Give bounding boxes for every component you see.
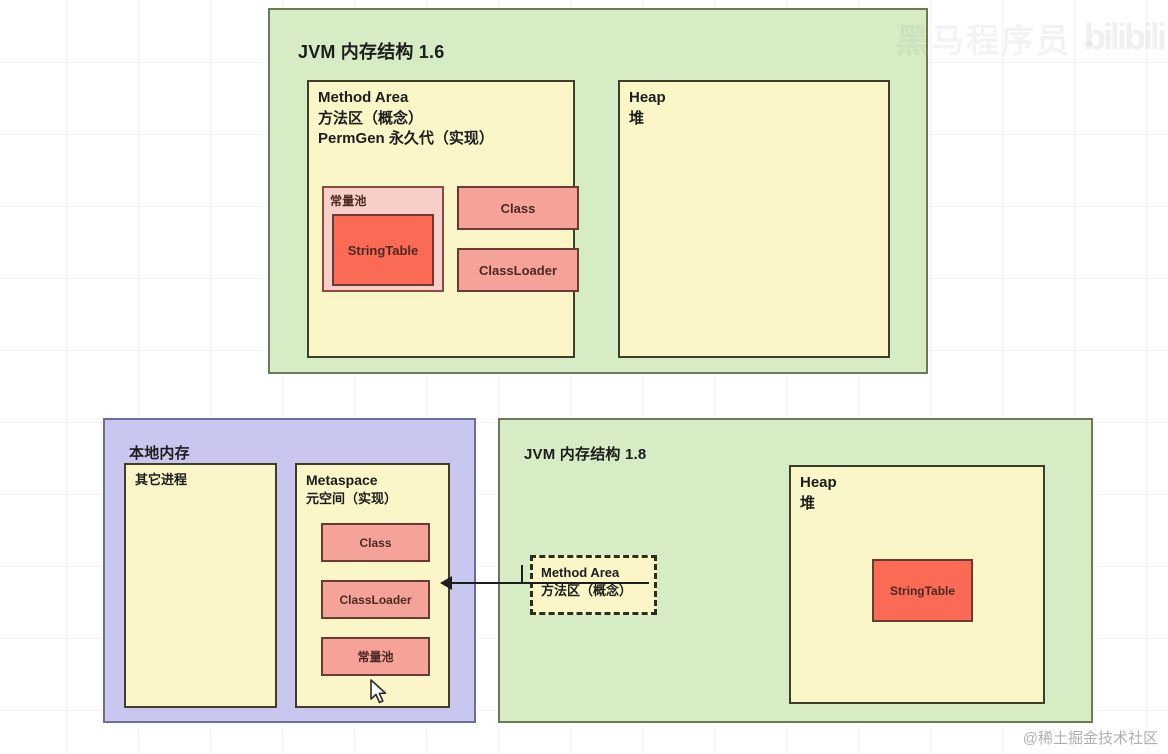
metaspace-line1: Metaspace (306, 472, 378, 488)
jvm16-heap-box: Heap 堆 (618, 80, 890, 358)
metaspace-heading: Metaspace 元空间（实现） (306, 471, 397, 508)
watermark-top: 黑马程序员 - (896, 22, 1096, 59)
jvm18-container: JVM 内存结构 1.8 Method Area 方法区（概念） Heap 堆 … (498, 418, 1093, 723)
metaspace-class-box: Class (321, 523, 430, 562)
jvm16-class-box: Class (457, 186, 579, 230)
jvm16-classloader-box: ClassLoader (457, 248, 579, 292)
jvm16-constant-pool-label: 常量池 (330, 194, 367, 208)
jvm16-method-area-line3: PermGen 永久代（实现） (318, 130, 494, 148)
jvm16-method-area-line1: Method Area (318, 89, 409, 106)
native-memory-title: 本地内存 (129, 445, 190, 462)
jvm18-title: JVM 内存结构 1.8 (524, 446, 647, 463)
mouse-pointer-icon (370, 679, 387, 704)
other-processes-label: 其它进程 (135, 472, 188, 487)
jvm16-heap-line2: 堆 (629, 109, 645, 127)
watermark-bilibili-logo: bilibili (1084, 16, 1167, 57)
jvm16-method-area-box: Method Area 方法区（概念） PermGen 永久代（实现） 常量池 … (307, 80, 579, 358)
jvm16-method-area-heading: Method Area 方法区（概念） PermGen 永久代（实现） (318, 88, 494, 150)
native-memory-container: 本地内存 其它进程 Metaspace 元空间（实现） Class ClassL… (103, 418, 476, 723)
jvm18-string-table-box: StringTable (872, 559, 973, 622)
jvm18-heap-line2: 堆 (800, 494, 816, 512)
metaspace-classloader-label: ClassLoader (339, 592, 412, 607)
arrow-line-left (450, 582, 522, 584)
jvm16-heap-line1: Heap (629, 89, 666, 106)
metaspace-constant-pool-box: 常量池 (321, 637, 430, 676)
other-processes-box: 其它进程 (124, 463, 277, 708)
jvm16-string-table-label: StringTable (347, 242, 419, 258)
jvm18-method-area-line2: 方法区（概念） (541, 582, 633, 598)
arrow-head-icon (440, 576, 452, 590)
jvm18-heap-heading: Heap 堆 (800, 473, 837, 514)
metaspace-constant-pool-label: 常量池 (357, 650, 394, 664)
metaspace-line2: 元空间（实现） (306, 491, 398, 507)
jvm16-class-label: Class (500, 200, 536, 216)
arrow-tail (521, 565, 523, 583)
metaspace-class-label: Class (359, 535, 392, 550)
jvm18-method-area-heading: Method Area 方法区（概念） (541, 564, 632, 600)
metaspace-box: Metaspace 元空间（实现） Class ClassLoader 常量池 (295, 463, 450, 708)
jvm16-container: JVM 内存结构 1.6 Method Area 方法区（概念） PermGen… (268, 8, 928, 374)
arrow-line (521, 582, 649, 584)
jvm18-string-table-label: StringTable (889, 583, 956, 598)
jvm16-heap-heading: Heap 堆 (629, 88, 666, 129)
jvm18-heap-line1: Heap (800, 474, 837, 491)
jvm16-string-table-box: StringTable (332, 214, 434, 286)
jvm18-method-area-box: Method Area 方法区（概念） (530, 555, 657, 615)
metaspace-classloader-box: ClassLoader (321, 580, 430, 619)
jvm16-classloader-label: ClassLoader (478, 262, 558, 278)
jvm18-heap-box: Heap 堆 StringTable (789, 465, 1045, 704)
jvm16-constant-pool-box: 常量池 StringTable (322, 186, 444, 292)
jvm16-method-area-line2: 方法区（概念） (318, 109, 424, 127)
jvm16-title: JVM 内存结构 1.6 (298, 42, 445, 62)
watermark-bottom: @稀土掘金技术社区 (1022, 730, 1158, 747)
jvm18-method-area-line1: Method Area (541, 565, 620, 580)
